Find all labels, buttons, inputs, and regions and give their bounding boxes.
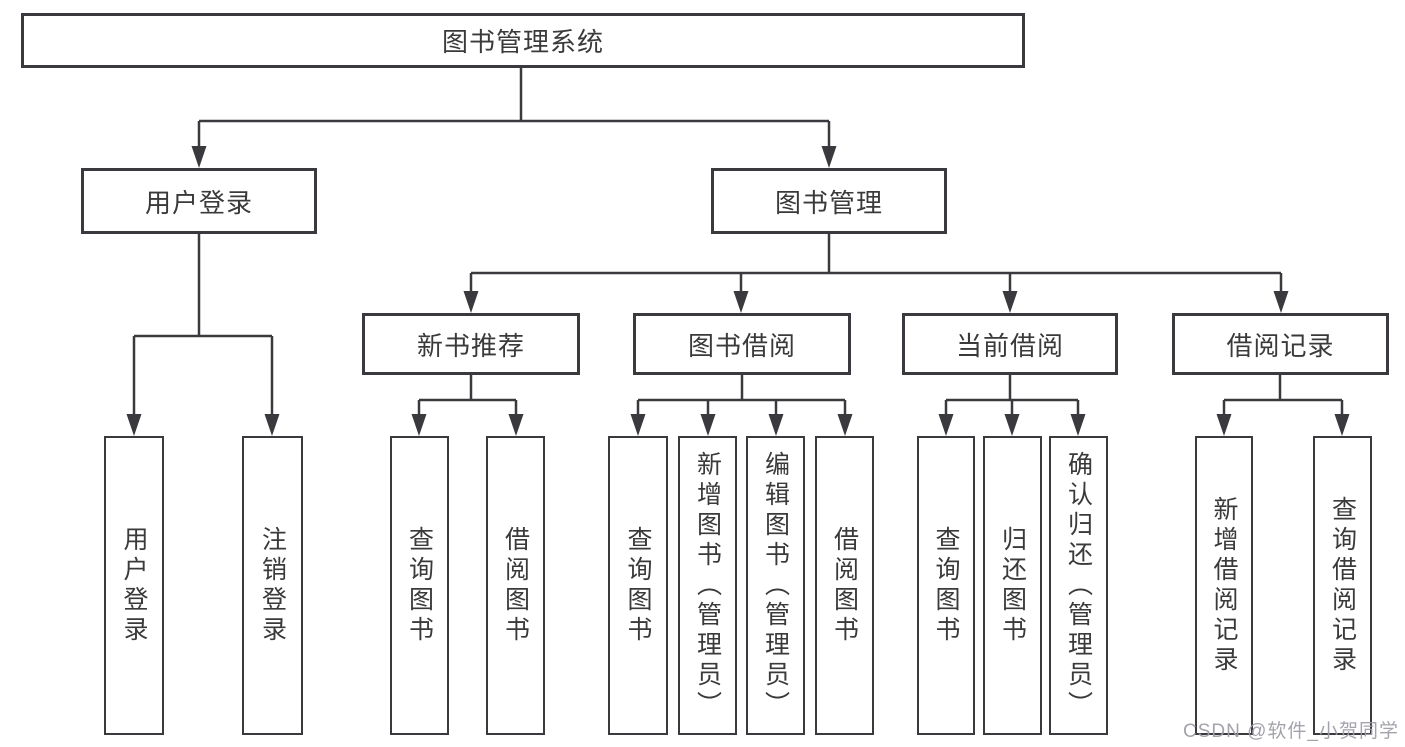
- node-label: 编辑图书（管理员）: [761, 450, 790, 721]
- connector-currentborrow-to-leaves: [944, 375, 1080, 415]
- node-label: 图书管理系统: [441, 27, 604, 57]
- connector-userlogin-to-leaves: [132, 234, 274, 415]
- node-label: 查询借阅记录: [1328, 495, 1357, 676]
- node-label: 查询图书: [932, 525, 960, 646]
- connector-bookmgmt-to-level3: [469, 234, 1283, 292]
- node-leaf-rec-borrow-book: 借阅图书: [486, 436, 545, 735]
- node-label: 当前借阅: [955, 330, 1064, 361]
- node-leaf-user-login: 用户登录: [104, 436, 164, 735]
- connector-root-to-level2: [197, 68, 831, 147]
- connector-borrowrecords-to-leaves: [1222, 375, 1344, 415]
- node-leaf-br-add-record: 新增借阅记录: [1195, 436, 1253, 735]
- node-leaf-bb-add-book-admin: 新增图书（管理员）: [678, 436, 737, 735]
- node-label: 用户登录: [144, 187, 253, 218]
- connector-newbookrec-to-leaves: [417, 375, 518, 415]
- node-new-book-recommendation: 新书推荐: [362, 313, 580, 375]
- node-library-system-root: 图书管理系统: [21, 13, 1025, 68]
- node-label: 确认归还（管理员）: [1064, 450, 1093, 721]
- node-label: 归还图书: [998, 525, 1027, 646]
- node-label: 新增借阅记录: [1210, 495, 1238, 676]
- csdn-watermark: CSDN @软件_小贺同学: [1183, 721, 1399, 742]
- node-leaf-rec-query-book: 查询图书: [390, 436, 449, 735]
- node-user-login: 用户登录: [81, 168, 317, 234]
- node-label: 查询图书: [405, 525, 434, 646]
- node-label: 图书管理: [774, 187, 883, 218]
- node-label: 借阅图书: [501, 525, 530, 646]
- node-leaf-bb-edit-book-admin: 编辑图书（管理员）: [746, 436, 805, 735]
- node-leaf-cb-return-book: 归还图书: [983, 436, 1042, 735]
- node-label: 借阅记录: [1226, 330, 1335, 361]
- node-current-borrowing: 当前借阅: [902, 313, 1118, 375]
- node-label: 借阅图书: [830, 525, 859, 646]
- node-label: 图书借阅: [687, 330, 796, 361]
- node-label: 用户登录: [120, 525, 148, 646]
- node-label: 注销登录: [258, 525, 287, 646]
- node-borrowing-records: 借阅记录: [1172, 313, 1389, 375]
- node-label: 新增图书（管理员）: [693, 450, 722, 721]
- arrowheads: [126, 146, 1350, 436]
- node-leaf-logout: 注销登录: [242, 436, 303, 735]
- node-book-management: 图书管理: [711, 168, 947, 234]
- node-label: 查询图书: [624, 525, 652, 646]
- node-leaf-bb-query-book: 查询图书: [608, 436, 668, 735]
- node-leaf-bb-borrow-book: 借阅图书: [815, 436, 874, 735]
- node-leaf-br-query-record: 查询借阅记录: [1313, 436, 1372, 735]
- node-leaf-cb-query-book: 查询图书: [917, 436, 975, 735]
- connector-bookborrow-to-leaves: [636, 375, 847, 415]
- node-book-borrowing: 图书借阅: [633, 313, 851, 375]
- node-label: 新书推荐: [416, 330, 525, 361]
- node-leaf-cb-confirm-return-admin: 确认归还（管理员）: [1049, 436, 1108, 735]
